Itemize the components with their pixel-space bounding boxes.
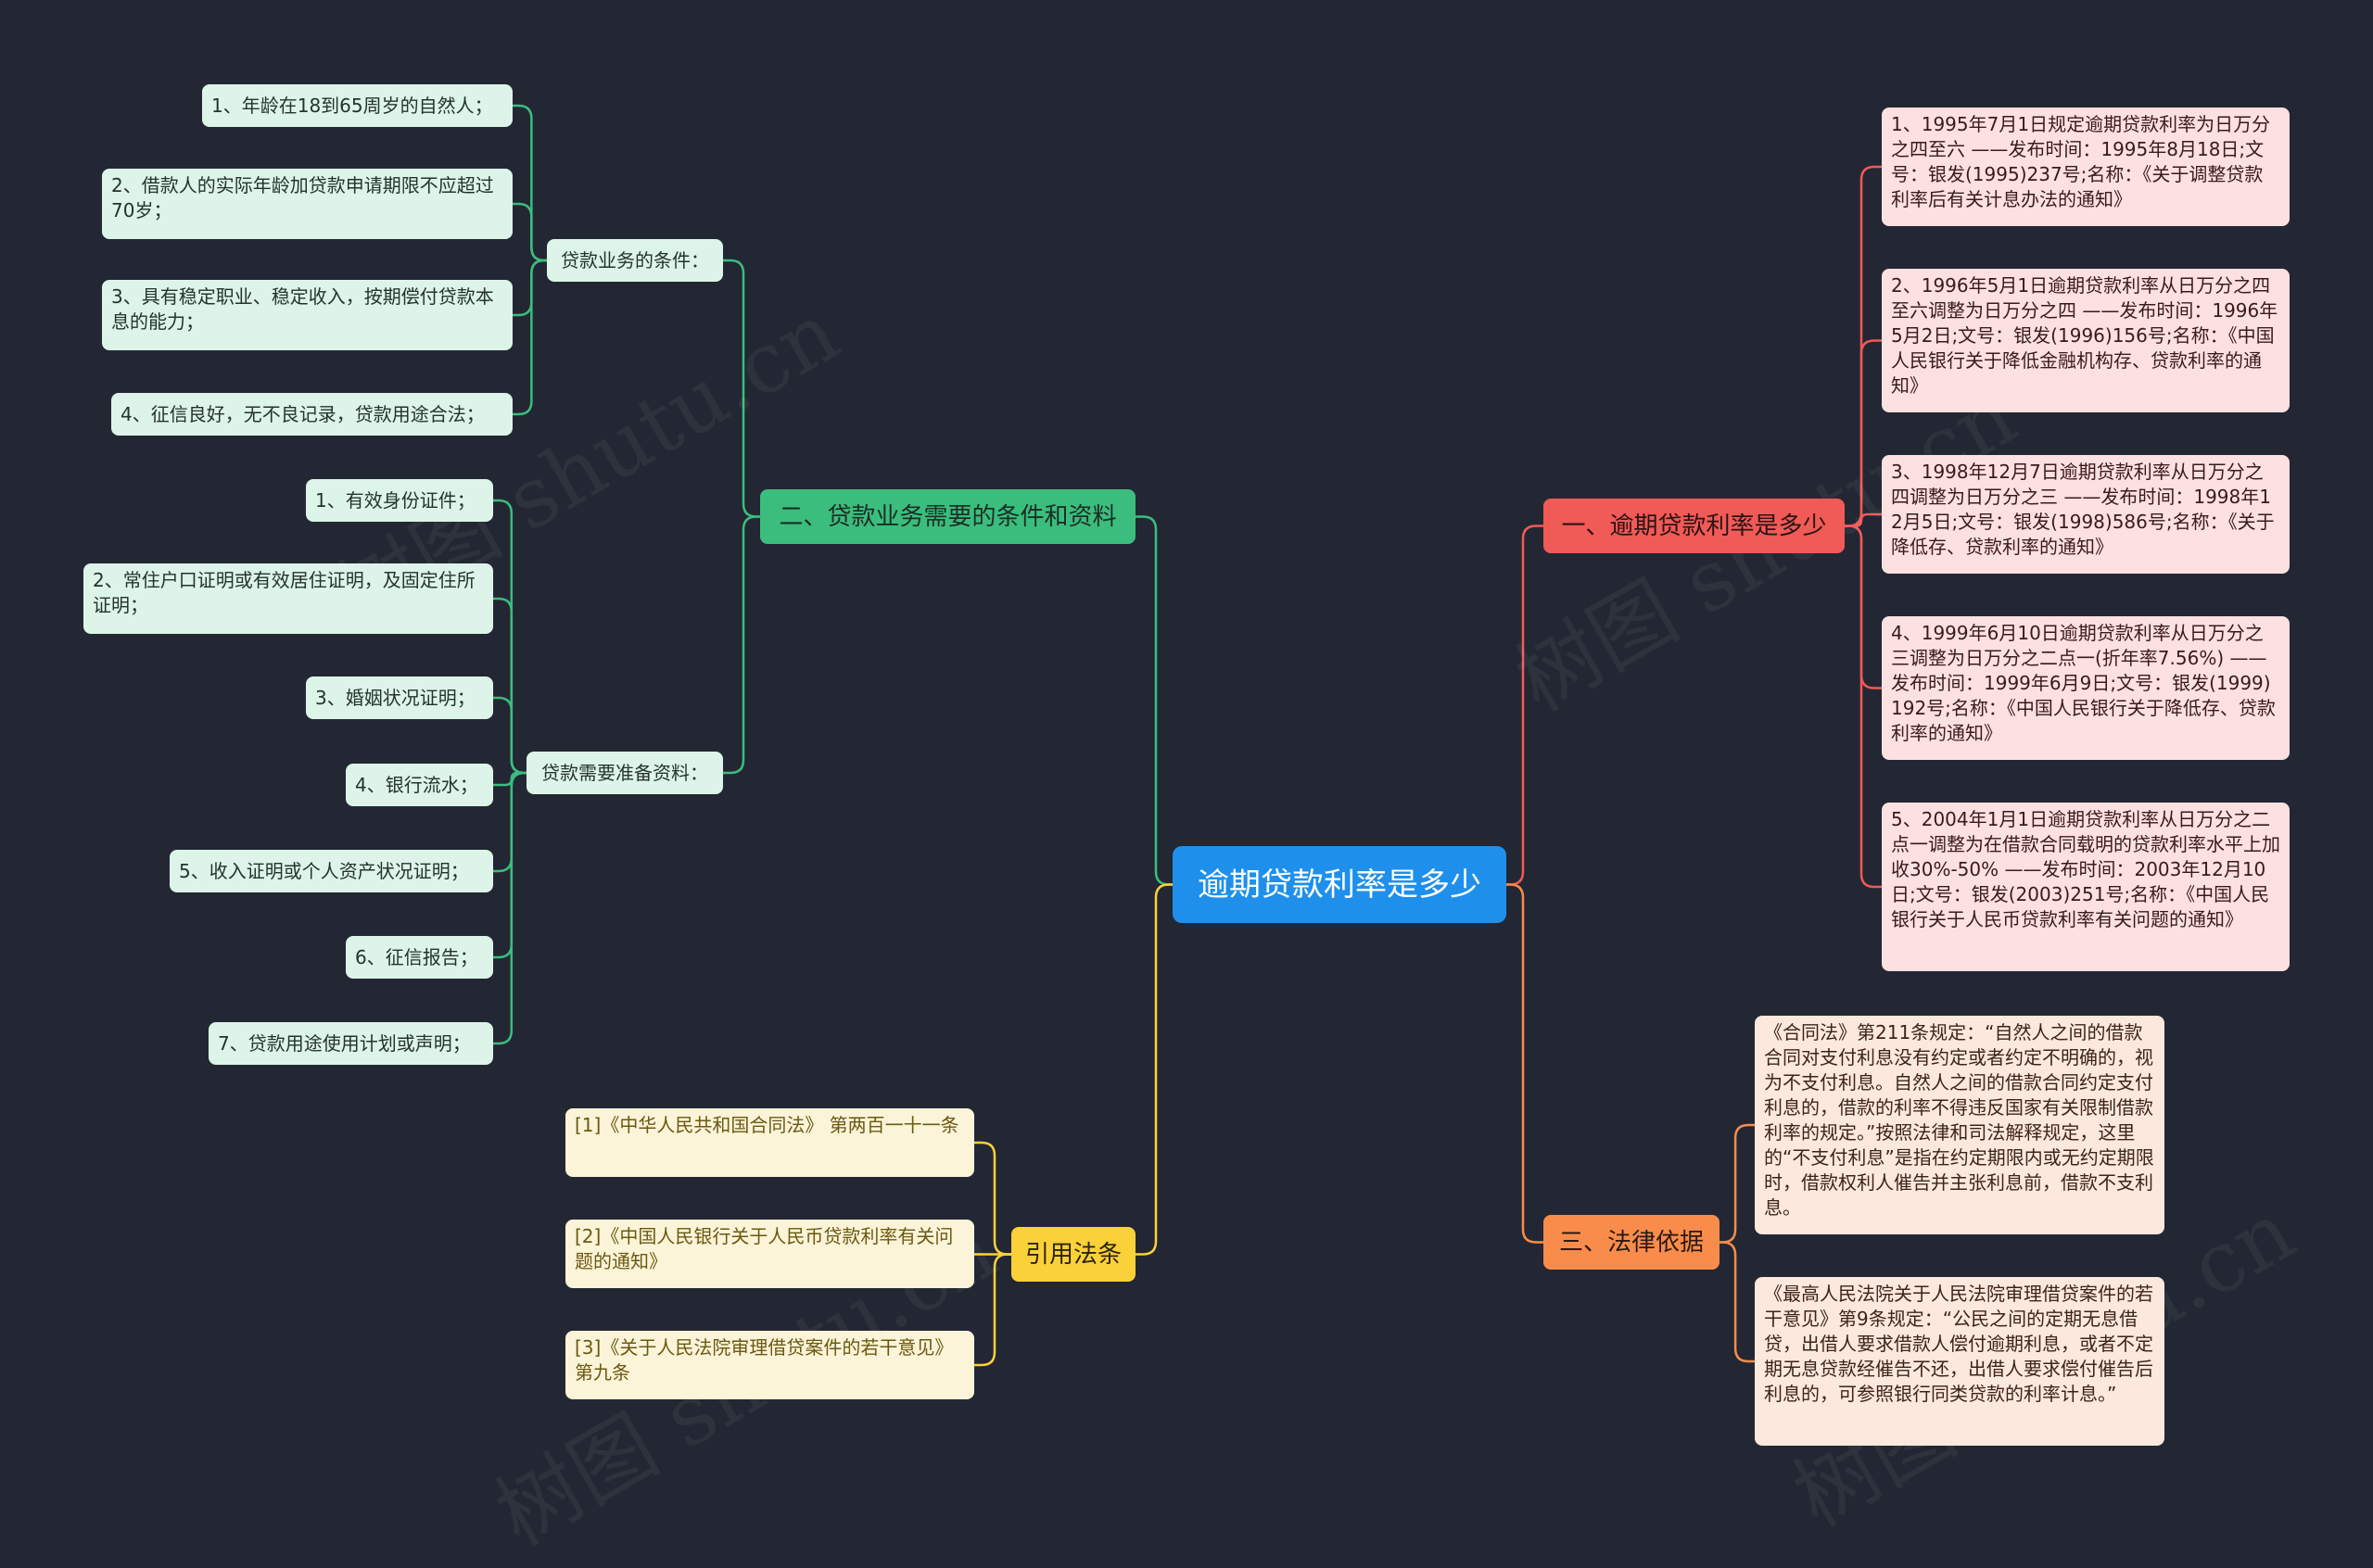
material-item[interactable]: 3、婚姻状况证明；: [306, 677, 493, 719]
connector-line: [493, 771, 527, 1045]
branch-legal-title[interactable]: 三、法律依据: [1543, 1215, 1719, 1270]
citation-item[interactable]: [3]《关于人民法院审理借贷案件的若干意见》 第九条: [565, 1331, 974, 1399]
connector-line: [1845, 525, 1882, 889]
material-item[interactable]: 2、常住户口证明或有效居住证明，及固定住所证明；: [83, 563, 493, 634]
connector-line: [1506, 525, 1543, 886]
condition-item[interactable]: 2、借款人的实际年龄加贷款申请期限不应超过70岁；: [102, 169, 513, 239]
connector-line: [493, 771, 527, 873]
connector-line: [493, 597, 527, 775]
legal-item[interactable]: 《合同法》第211条规定：“自然人之间的借款合同对支付利息没有约定或者约定不明确…: [1755, 1016, 2164, 1234]
condition-item[interactable]: 4、征信良好，无不良记录，贷款用途合法；: [111, 393, 513, 436]
branch-conditions-title[interactable]: 二、贷款业务需要的条件和资料: [760, 489, 1136, 544]
connector-line: [974, 1253, 1011, 1367]
material-item[interactable]: 5、收入证明或个人资产状况证明；: [170, 850, 493, 892]
connector-line: [1506, 883, 1543, 1244]
connector-line: [723, 515, 760, 775]
branch-citations-title[interactable]: 引用法条: [1011, 1227, 1136, 1282]
material-item[interactable]: 6、征信报告；: [346, 936, 493, 979]
conditions-group-label[interactable]: 贷款业务的条件：: [547, 239, 723, 282]
rate-item[interactable]: 5、2004年1月1日逾期贷款利率从日万分之二点一调整为在借款合同载明的贷款利率…: [1882, 803, 2290, 971]
condition-item[interactable]: 1、年龄在18到65周岁的自然人；: [202, 84, 513, 127]
rate-item[interactable]: 1、1995年7月1日规定逾期贷款利率为日万分之四至六 ——发布时间：1995年…: [1882, 107, 2290, 226]
connector-line: [974, 1141, 1011, 1256]
connector-line: [493, 499, 527, 775]
condition-item[interactable]: 3、具有稳定职业、稳定收入，按期偿付贷款本息的能力；: [102, 280, 513, 350]
connector-line: [1136, 515, 1173, 886]
connector-line: [513, 259, 547, 317]
connector-line: [1845, 525, 1882, 689]
legal-item[interactable]: 《最高人民法院关于人民法院审理借贷案件的若干意见》第9条规定：“公民之间的定期无…: [1755, 1277, 2164, 1446]
connector-line: [1845, 339, 1882, 527]
material-item[interactable]: 1、有效身份证件；: [306, 479, 493, 522]
connector-line: [1719, 1241, 1755, 1363]
connector-line: [1136, 883, 1173, 1256]
connector-lines: [493, 104, 1882, 1367]
connector-line: [1845, 512, 1882, 527]
rate-item[interactable]: 2、1996年5月1日逾期贷款利率从日万分之四至六调整为日万分之四 ——发布时间…: [1882, 269, 2290, 412]
branch-rates-title[interactable]: 一、逾期贷款利率是多少: [1543, 499, 1845, 553]
rate-item[interactable]: 3、1998年12月7日逾期贷款利率从日万分之四调整为日万分之三 ——发布时间：…: [1882, 455, 2290, 574]
materials-group-label[interactable]: 贷款需要准备资料：: [527, 752, 723, 794]
root-topic[interactable]: 逾期贷款利率是多少: [1173, 846, 1506, 923]
rate-item[interactable]: 4、1999年6月10日逾期贷款利率从日万分之三调整为日万分之二点一(折年率7.…: [1882, 616, 2290, 760]
connector-line: [513, 259, 547, 416]
connector-line: [493, 696, 527, 775]
connector-line: [723, 259, 760, 518]
connector-line: [1719, 1123, 1755, 1244]
material-item[interactable]: 4、银行流水；: [346, 764, 493, 806]
citation-item[interactable]: [1]《中华人民共和国合同法》 第两百一十一条: [565, 1108, 974, 1177]
connector-line: [513, 104, 547, 262]
material-item[interactable]: 7、贷款用途使用计划或声明；: [209, 1022, 493, 1065]
connector-line: [513, 202, 547, 262]
connector-line: [493, 771, 527, 787]
citation-item[interactable]: [2]《中国人民银行关于人民币贷款利率有关问题的通知》: [565, 1220, 974, 1288]
